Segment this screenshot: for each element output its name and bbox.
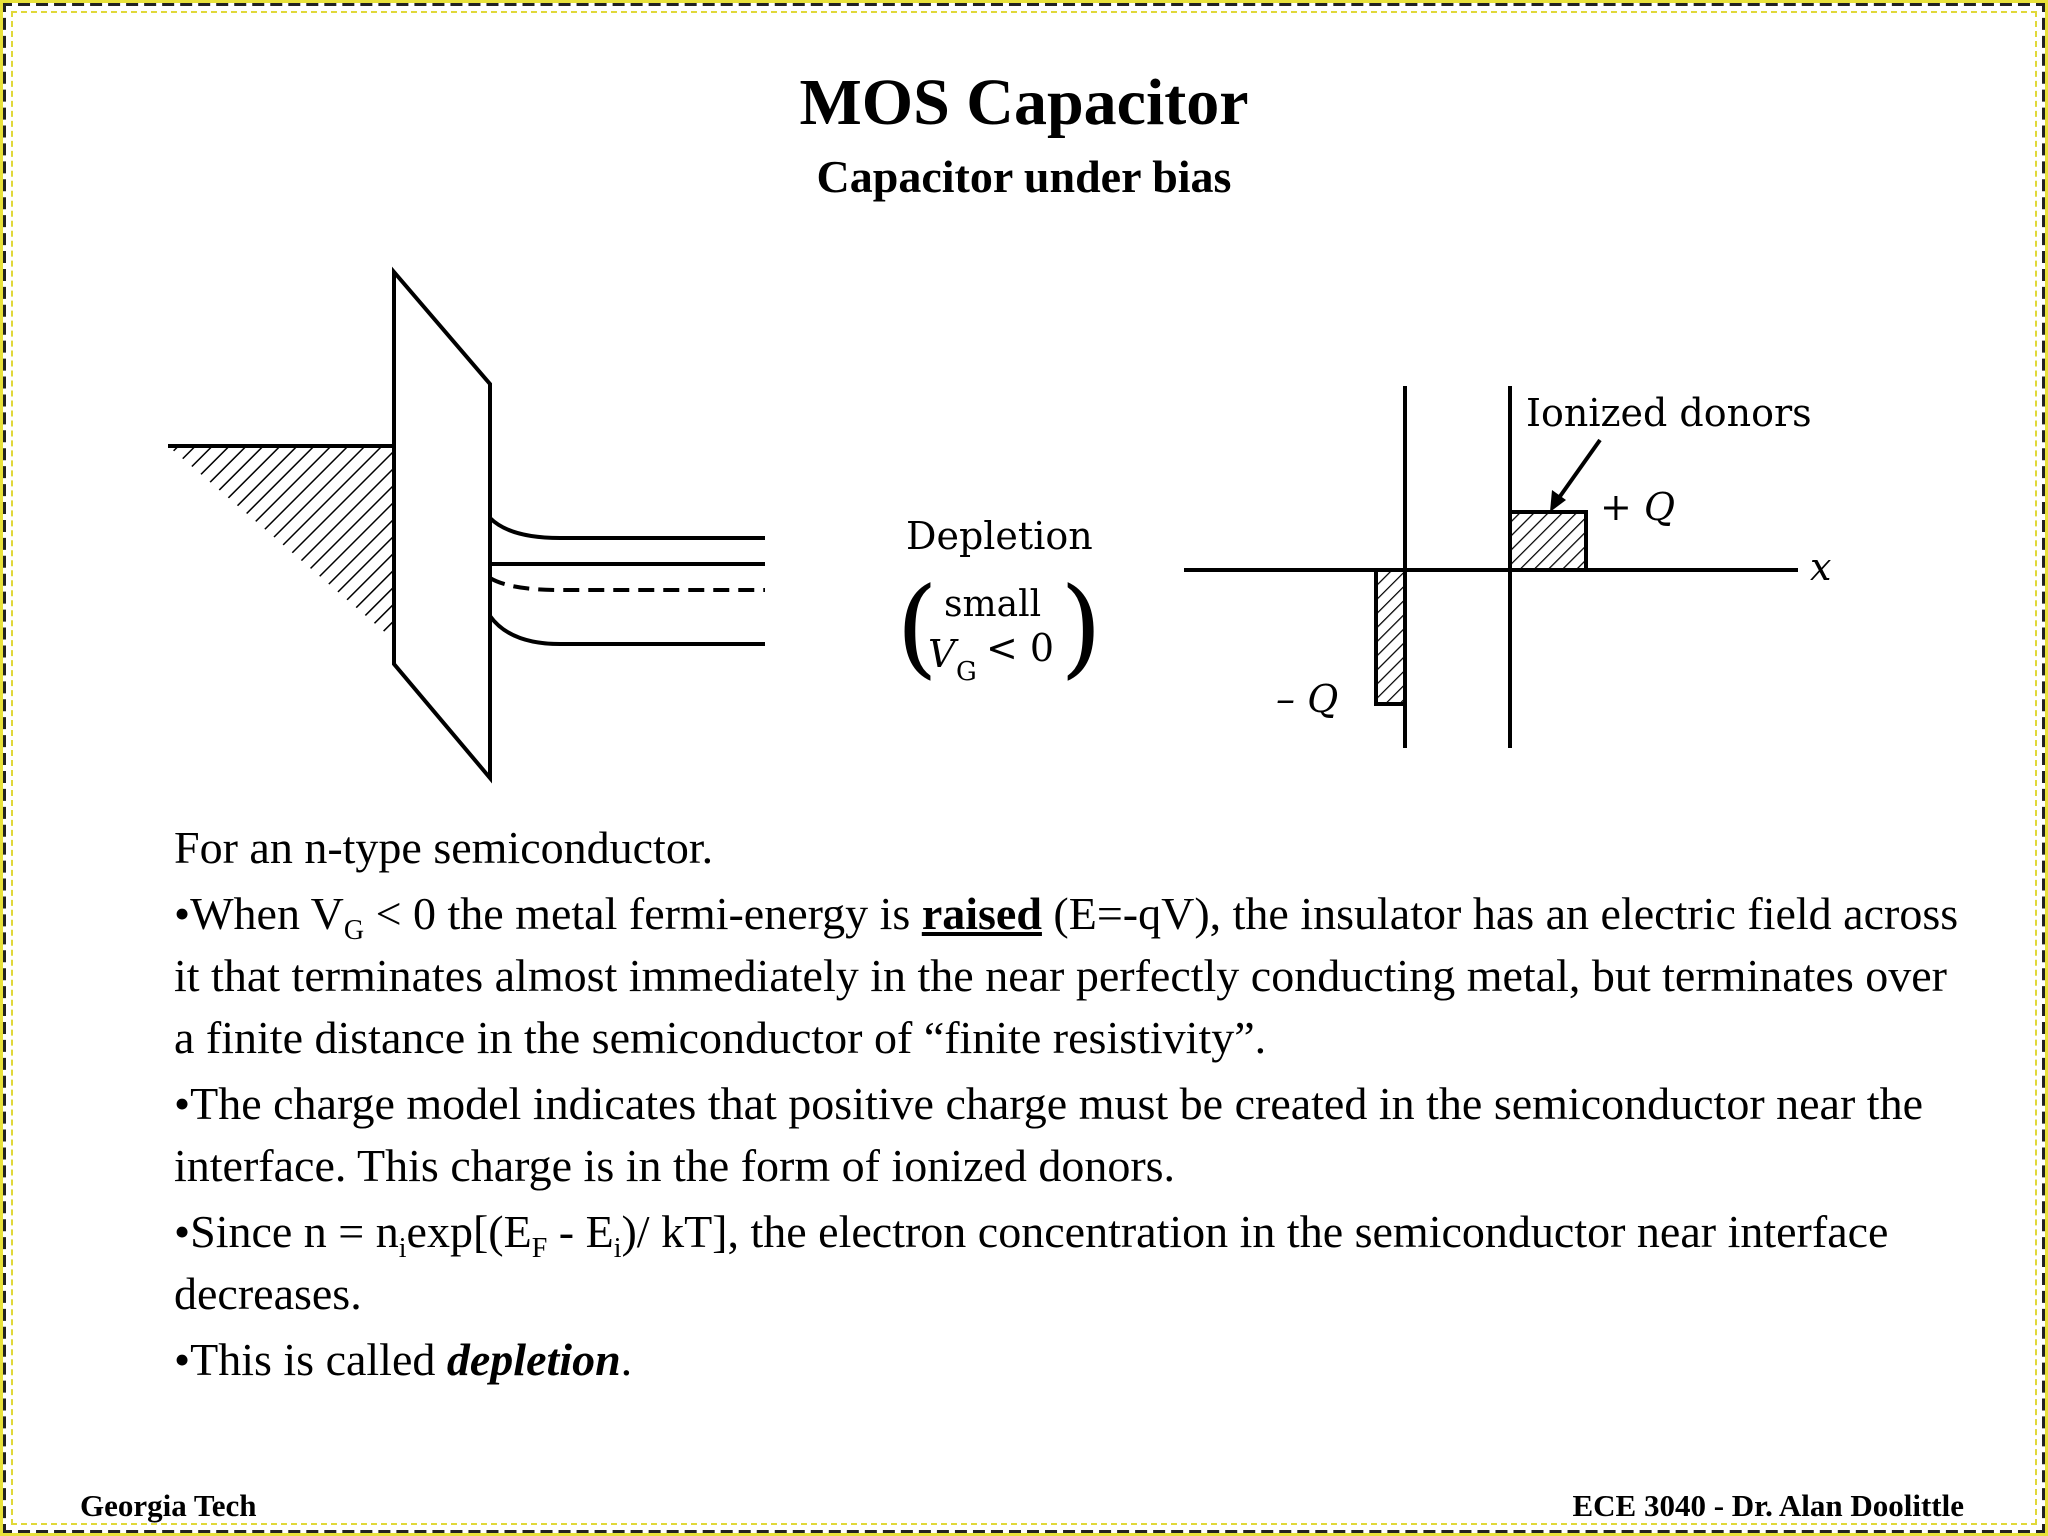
slide-body: For an n-type semiconductor. •When VG < … xyxy=(174,817,1974,1395)
minus-q-label: – Q xyxy=(1276,677,1338,721)
condition-small: small xyxy=(944,584,1041,625)
plus-q-label: + Q xyxy=(1600,485,1675,529)
bullet-4-text-a: •This is called xyxy=(174,1334,447,1385)
slide-border-inner xyxy=(11,11,2037,1525)
bullet-1-sub: G xyxy=(343,915,365,946)
bullet-3: •Since n = niexp[(EF - Ei)/ kT], the ele… xyxy=(174,1201,1974,1325)
intrinsic-level xyxy=(488,576,765,592)
depletion-emphasis: depletion xyxy=(446,1334,621,1385)
footer-institution: Georgia Tech xyxy=(80,1488,257,1523)
ionized-donor-block xyxy=(1508,510,1588,572)
metal-hatched-region xyxy=(168,446,394,640)
bullet-3-text-c: - E xyxy=(547,1206,614,1257)
bullet-2: •The charge model indicates that positiv… xyxy=(174,1073,1974,1197)
bullet-3-sub-2: F xyxy=(531,1233,548,1264)
bullet-3-text-a: •Since n = n xyxy=(174,1206,399,1257)
intro-text: For an n-type semiconductor. xyxy=(174,822,714,873)
bullet-3-text-b: exp[(E xyxy=(406,1206,532,1257)
left-paren: ( xyxy=(896,565,938,690)
bullet-3-sub-1: i xyxy=(398,1233,407,1264)
slide-title: MOS Capacitor xyxy=(799,66,1249,139)
bullet-3-sub-3: i xyxy=(613,1233,622,1264)
condition-var: V xyxy=(928,632,959,676)
ionized-donors-arrowhead xyxy=(1550,490,1566,512)
bullet-4-text-b: . xyxy=(620,1334,633,1385)
regime-label: Depletion xyxy=(906,514,1093,558)
negative-charge-bar xyxy=(1374,568,1407,706)
charge-diagram: Ionized donors + Q – Q x xyxy=(1184,386,1831,748)
bullet-1-text-a: •When V xyxy=(174,888,344,939)
ionized-donors-arrow-line xyxy=(1554,438,1602,504)
mos-figure: Depletion small ( V G < 0 ) Ionized dono… xyxy=(168,266,1831,784)
bullet-1: •When VG < 0 the metal fermi-energy is r… xyxy=(174,883,1974,1069)
bullet-1-text-b: < 0 the metal fermi-energy is xyxy=(364,888,922,939)
condition-sub: G xyxy=(956,657,977,687)
slide-subtitle: Capacitor under bias xyxy=(816,151,1232,202)
band-diagram xyxy=(168,266,765,784)
bullet-1-text-c: (E=-qV), the insulator has an electric f… xyxy=(174,888,1959,1063)
raised-emphasis: raised xyxy=(921,888,1042,939)
bullet-4: •This is called depletion. xyxy=(174,1329,1974,1391)
conduction-band xyxy=(488,516,765,540)
depletion-label-group: Depletion small ( V G < 0 ) xyxy=(896,514,1102,690)
ionized-donors-label: Ionized donors xyxy=(1526,391,1812,435)
valence-band xyxy=(488,614,765,646)
footer-course: ECE 3040 - Dr. Alan Doolittle xyxy=(1572,1488,1964,1523)
intro-line: For an n-type semiconductor. xyxy=(174,817,1974,879)
oxide-barrier xyxy=(392,266,492,784)
right-paren: ) xyxy=(1060,565,1102,690)
bullet-2-text: •The charge model indicates that positiv… xyxy=(174,1078,1923,1191)
x-axis-label: x xyxy=(1810,545,1831,589)
bullet-3-text-d: )/ kT], the electron concentration in th… xyxy=(174,1206,1889,1319)
condition-rest: < 0 xyxy=(986,626,1054,670)
